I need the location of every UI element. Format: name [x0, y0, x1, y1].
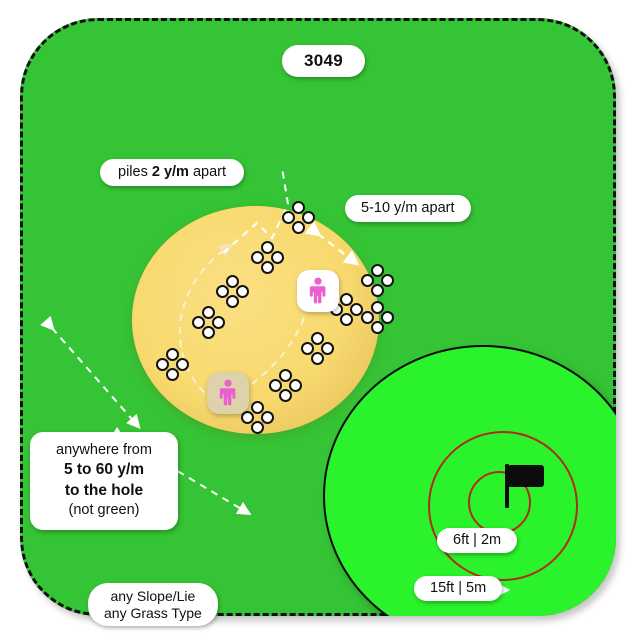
- inner-ring-label: 6ft | 2m: [437, 528, 518, 554]
- flag-icon: [509, 465, 544, 487]
- golf-ball-cluster-icon: [192, 306, 226, 340]
- hole-distance-line-2: 5 to 60 y/m: [63, 461, 145, 479]
- golf-ball-cluster-icon: [216, 275, 250, 309]
- hole-distance-line-1: anywhere from: [56, 442, 152, 458]
- golf-ball-cluster-icon: [241, 401, 275, 435]
- golf-ball-cluster-icon: [301, 332, 335, 366]
- conditions-line-2: any Grass Type: [104, 604, 202, 621]
- flag-pole-icon: [505, 464, 509, 508]
- golf-ball-cluster-icon: [361, 264, 395, 298]
- hole-distance-label: anywhere from 5 to 60 y/m to the hole (n…: [30, 432, 178, 531]
- player-primary-icon: [297, 270, 339, 312]
- golf-ball-cluster-icon: [251, 241, 285, 275]
- page-title: 3049: [282, 45, 366, 78]
- golf-ball-cluster-icon: [361, 301, 395, 335]
- golf-ball-cluster-icon: [269, 369, 303, 403]
- outer-ring-label: 15ft | 5m: [414, 576, 503, 602]
- spacing-label: 5-10 y/m apart: [345, 195, 471, 223]
- outer-distance-ring: [428, 431, 578, 581]
- piles-suffix: apart: [188, 164, 227, 180]
- conditions-label: any Slope/Lie any Grass Type: [88, 583, 218, 627]
- card-clip-region: [20, 18, 616, 616]
- golf-ball-cluster-icon: [282, 201, 316, 235]
- golf-ball-cluster-icon: [156, 348, 190, 382]
- player-secondary-icon: [207, 372, 249, 414]
- piles-prefix: piles: [118, 164, 152, 180]
- hole-distance-line-3: to the hole: [64, 481, 144, 499]
- hole-distance-line-4: (not green): [68, 502, 140, 519]
- piles-value: 2 y/m: [151, 164, 189, 180]
- piles-label: piles 2 y/m apart: [100, 159, 245, 187]
- conditions-line-1: any Slope/Lie: [110, 588, 196, 604]
